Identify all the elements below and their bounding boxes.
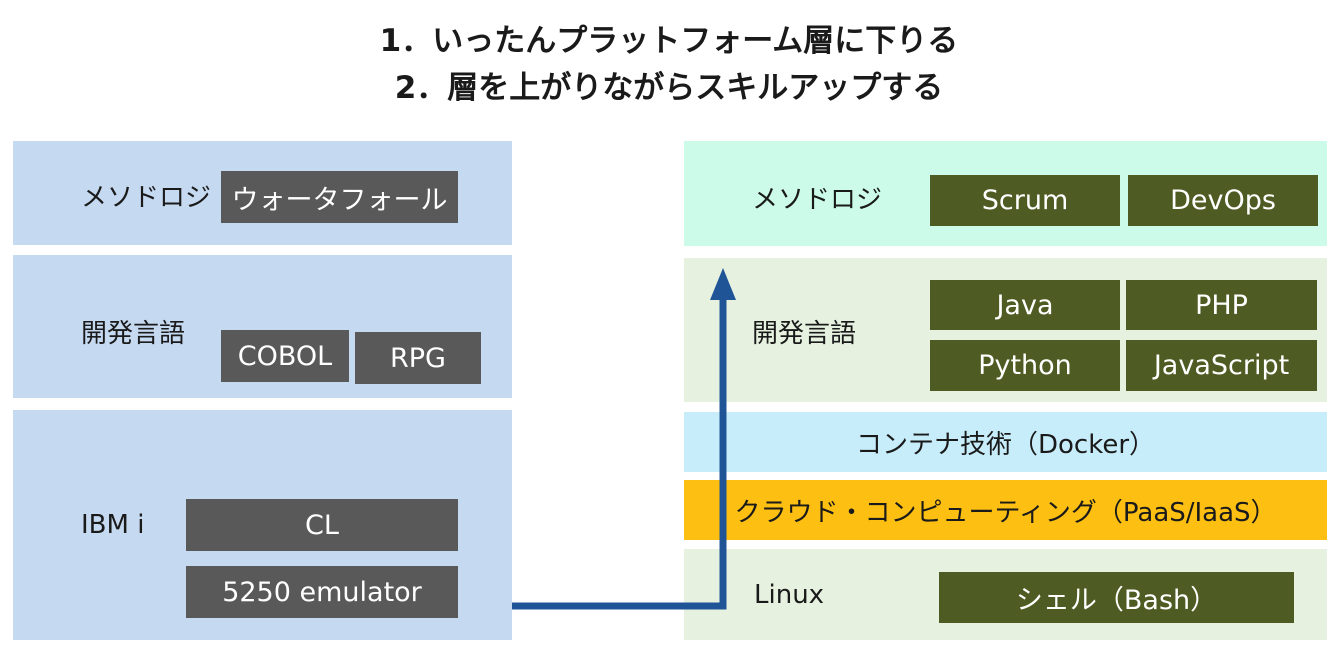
- title-line-2: 2．層を上がりながらスキルアップする: [394, 70, 944, 106]
- right-languages-label: 開発言語: [752, 319, 857, 349]
- ibmi-label: IBM i: [81, 510, 145, 540]
- arrow-head-icon: [710, 268, 736, 300]
- cobol-box: COBOL: [221, 330, 349, 382]
- bash-box: シェル（Bash）: [939, 572, 1294, 623]
- cl-box: CL: [186, 499, 458, 551]
- left-languages-panel: 開発言語 COBOL RPG: [13, 255, 512, 398]
- left-methodology-panel: メソドロジ ウォータフォール: [13, 141, 512, 245]
- php-box: PHP: [1126, 280, 1317, 330]
- title-line-1: 1．いったんプラットフォーム層に下りる: [379, 23, 959, 59]
- right-methodology-label: メソドロジ: [752, 185, 883, 215]
- right-methodology-panel: メソドロジ Scrum DevOps: [684, 141, 1327, 246]
- rpg-box: RPG: [355, 332, 481, 384]
- devops-box: DevOps: [1128, 175, 1318, 226]
- cloud-band-label: クラウド・コンピューティング（PaaS/IaaS）: [734, 497, 1277, 528]
- linux-label: Linux: [754, 580, 825, 610]
- arrow-line: [512, 296, 727, 610]
- left-languages-label: 開発言語: [81, 319, 186, 349]
- scrum-box: Scrum: [930, 175, 1120, 226]
- python-box: Python: [930, 340, 1120, 391]
- java-box: Java: [930, 280, 1120, 330]
- cloud-band: クラウド・コンピューティング（PaaS/IaaS）: [684, 480, 1327, 540]
- waterfall-box: ウォータフォール: [221, 171, 458, 223]
- right-languages-panel: 開発言語 Java PHP Python JavaScript: [684, 258, 1327, 402]
- left-methodology-label: メソドロジ: [81, 183, 212, 213]
- left-platform-panel: IBM i CL 5250 emulator: [13, 410, 512, 640]
- javascript-box: JavaScript: [1126, 340, 1317, 391]
- container-band: コンテナ技術（Docker）: [684, 412, 1327, 472]
- emulator-box: 5250 emulator: [186, 566, 458, 618]
- container-band-label: コンテナ技術（Docker）: [855, 429, 1156, 460]
- linux-panel: Linux シェル（Bash）: [684, 549, 1327, 640]
